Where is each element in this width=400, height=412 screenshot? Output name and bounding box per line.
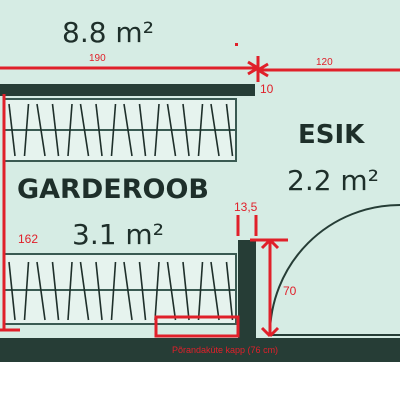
hanger-stroke: [23, 103, 30, 157]
hanger-stroke: [36, 103, 46, 157]
hanger-stroke: [23, 261, 30, 321]
dimension-70: 70: [283, 284, 297, 298]
hanger-stroke: [197, 103, 204, 157]
hanger-stroke: [95, 261, 103, 321]
hangers-upper: [8, 103, 234, 157]
dimension-190: 190: [89, 53, 106, 64]
red-marker-dot: [235, 43, 238, 46]
hanger-stroke: [67, 261, 73, 321]
hanger-stroke: [51, 103, 60, 157]
hanger-stroke: [95, 103, 103, 157]
hanger-stroke: [210, 103, 220, 157]
top-room-area: 8.8 m²: [62, 16, 154, 49]
closet-rod-lower: [3, 253, 237, 325]
esik-room-name: ESIK: [298, 120, 365, 150]
wall-divider-left: [238, 240, 256, 340]
hanger-stroke: [123, 261, 133, 321]
hanger-stroke: [79, 103, 90, 157]
closet-rod-upper: [3, 98, 237, 162]
wall-bottom: [0, 338, 400, 362]
garderoob-room-name: GARDEROOB: [17, 174, 209, 205]
hanger-stroke: [8, 103, 16, 157]
hangers-lower: [8, 261, 234, 321]
hanger-stroke: [110, 261, 117, 321]
dimension-120: 120: [316, 57, 333, 68]
door-swing-arc: [269, 204, 400, 336]
hanger-stroke: [154, 261, 160, 321]
esik-room-area: 2.2 m²: [287, 164, 379, 197]
hanger-stroke: [166, 261, 177, 321]
hanger-stroke: [123, 103, 133, 157]
hanger-stroke: [51, 261, 60, 321]
hanger-stroke: [154, 103, 160, 157]
garderoob-room-area: 3.1 m²: [72, 218, 164, 251]
wall-top-garderoob: [0, 84, 255, 96]
hanger-stroke: [110, 103, 117, 157]
floor-heating-cabinet-label: Põrandaküte kapp (76 cm): [172, 345, 278, 355]
hanger-stroke: [225, 261, 234, 321]
hanger-stroke: [182, 103, 190, 157]
hanger-stroke: [8, 261, 16, 321]
hanger-stroke: [225, 103, 234, 157]
hanger-stroke: [166, 103, 177, 157]
hanger-stroke: [138, 103, 147, 157]
hanger-stroke: [182, 261, 190, 321]
hanger-stroke: [36, 261, 46, 321]
hanger-stroke: [210, 261, 220, 321]
dimension-10: 10: [260, 82, 274, 96]
dimension-lines: [0, 56, 400, 338]
dimension-162: 162: [18, 232, 38, 246]
hanger-stroke: [79, 261, 90, 321]
floor-heating-cabinet: [154, 315, 240, 338]
hanger-stroke: [197, 261, 204, 321]
hanger-stroke: [67, 103, 73, 157]
hanger-stroke: [138, 261, 147, 321]
dimension-13-5: 13,5: [234, 200, 258, 214]
